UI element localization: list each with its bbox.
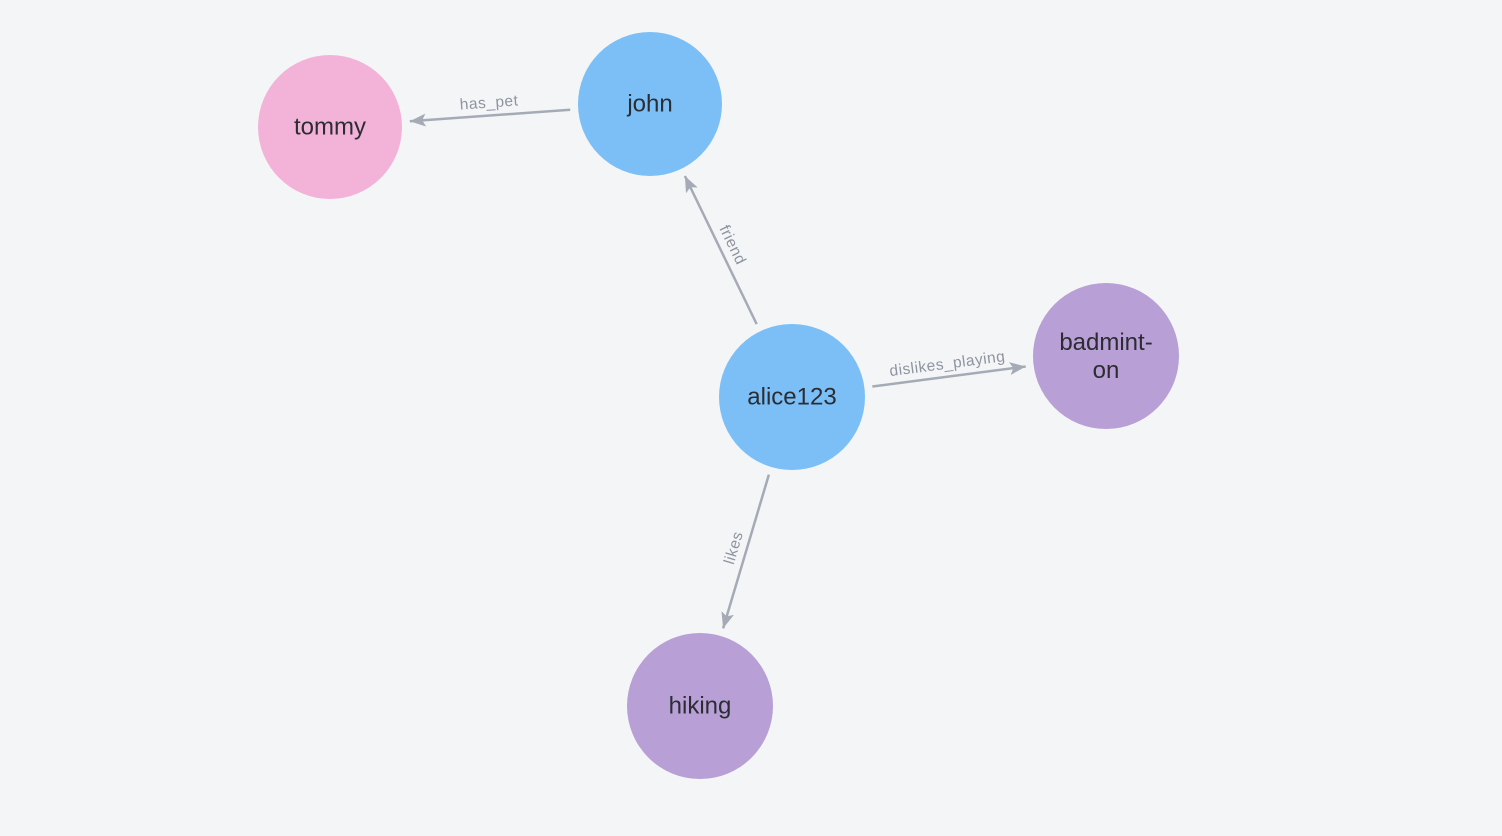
node-circle-tommy[interactable] [258,55,402,199]
node-circle-badminton[interactable] [1033,283,1179,429]
node-tommy: tommy [258,55,402,199]
edge-label-dislikes_playing[interactable]: dislikes_playing [888,348,1006,380]
node-circle-john[interactable] [578,32,722,176]
node-hiking: hiking [627,633,773,779]
node-circle-hiking[interactable] [627,633,773,779]
edge-label-has_pet[interactable]: has_pet [459,92,519,113]
edge-john-tommy: has_pet [409,92,571,127]
edge-label-friend[interactable]: friend [715,223,749,268]
node-circle-alice123[interactable] [719,324,865,470]
relationship-arrow-likes[interactable] [721,474,771,629]
edge-alice123-badminton: dislikes_playing [872,348,1026,388]
relationship-arrow-friend[interactable] [683,175,758,325]
node-john: john [578,32,722,176]
edge-alice123-hiking: likes [721,474,771,629]
edge-alice123-john: friend [683,175,758,325]
node-alice123: alice123 [719,324,865,470]
relationship-arrow-has_pet[interactable] [409,108,571,127]
relationship-arrow-dislikes_playing[interactable] [872,362,1026,388]
node-badminton: badmint-on [1033,283,1179,429]
